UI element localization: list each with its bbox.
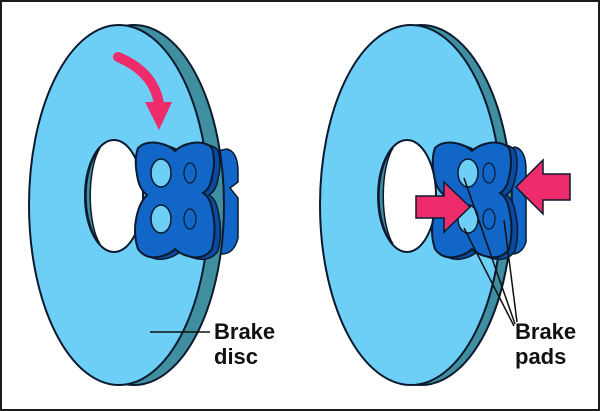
pads-leader-line-2	[463, 227, 515, 327]
brake-pads-label-line1: Brake	[515, 319, 576, 344]
pads-leader-line-3	[503, 219, 518, 323]
pad-hole-bottom	[150, 204, 172, 234]
brake-disc-label-line1: Brake	[214, 319, 275, 344]
pads-leader-line-1	[463, 177, 516, 325]
disc-center-hole	[84, 139, 144, 253]
clamp-arrow-left-icon	[415, 180, 472, 234]
front-brake-pad	[134, 141, 222, 261]
right-assembly: Brake pads	[319, 24, 576, 386]
left-assembly: Brake disc	[28, 24, 275, 386]
pad-hole-top	[150, 158, 172, 188]
brake-disc-label-line2: disc	[214, 344, 258, 369]
rotation-arrow-icon	[113, 52, 172, 130]
clamp-arrow-right-icon	[514, 158, 571, 216]
brake-pads-label-line2: pads	[515, 344, 566, 369]
disc-hole-inner-wall	[85, 147, 101, 245]
disc-hole-inner-wall-right	[378, 147, 394, 245]
